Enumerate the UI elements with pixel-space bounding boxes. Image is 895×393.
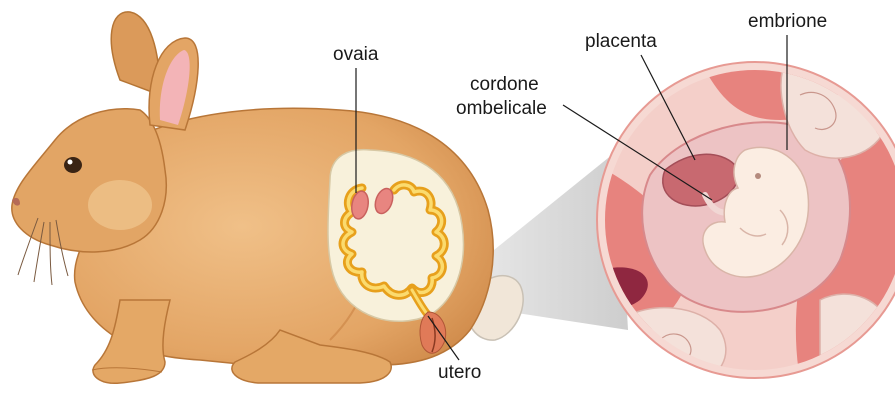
label-utero: utero <box>438 362 481 383</box>
rabbit <box>12 12 523 383</box>
rabbit-eye <box>64 157 82 173</box>
label-ovaia: ovaia <box>333 44 379 65</box>
label-embrione: embrione <box>748 11 827 32</box>
label-cordone-line2: ombelicale <box>456 98 547 119</box>
label-placenta: placenta <box>585 31 657 52</box>
rabbit-head <box>12 109 166 252</box>
zoom-circle <box>560 59 895 385</box>
label-cordone-line1: cordone <box>470 74 539 95</box>
